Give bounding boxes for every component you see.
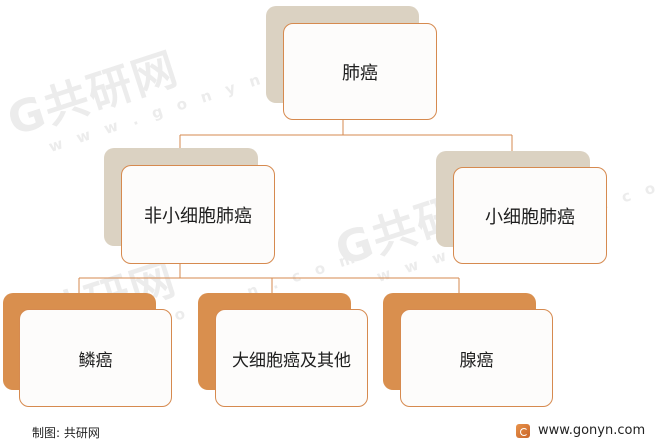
gonyn-logo-icon xyxy=(516,423,530,438)
website-credit: www.gonyn.com xyxy=(516,423,645,438)
node-squamous-label: 鳞癌 xyxy=(78,350,113,371)
node-squamous-carcinoma: 鳞癌 xyxy=(19,309,172,407)
node-adeno-label: 腺癌 xyxy=(459,350,494,371)
root-node-lung-cancer: 肺癌 xyxy=(283,23,437,120)
node-nsclc-label: 非小细胞肺癌 xyxy=(144,205,252,227)
website-url: www.gonyn.com xyxy=(538,423,646,438)
node-large-cell-label: 大细胞癌及其他 xyxy=(232,350,351,371)
root-node-label: 肺癌 xyxy=(342,62,378,84)
node-small-cell-lung-cancer: 小细胞肺癌 xyxy=(453,167,607,264)
node-adenocarcinoma: 腺癌 xyxy=(400,309,553,407)
node-large-cell-carcinoma-and-others: 大细胞癌及其他 xyxy=(215,309,368,407)
node-non-small-cell-lung-cancer: 非小细胞肺癌 xyxy=(121,165,275,264)
source-credit: 制图: 共研网 xyxy=(32,426,100,440)
node-sclc-label: 小细胞肺癌 xyxy=(485,206,575,228)
